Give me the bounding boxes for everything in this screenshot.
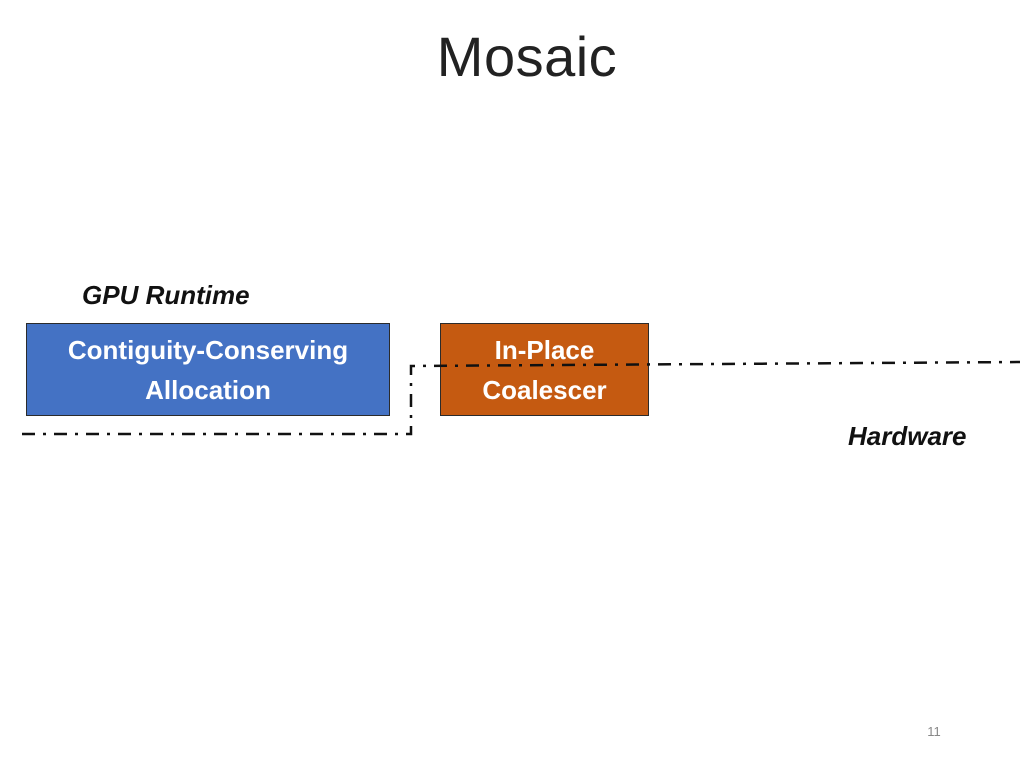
- boundary-dash-dot-polyline: [22, 360, 1021, 436]
- allocation-box-line2: Allocation: [145, 374, 271, 405]
- contiguity-conserving-allocation-box: Contiguity-Conserving Allocation: [26, 323, 390, 416]
- coalescer-box-line1: In-Place: [494, 334, 595, 365]
- coalescer-box-line2: Coalescer: [482, 374, 607, 405]
- allocation-box-line1: Contiguity-Conserving: [67, 334, 349, 365]
- in-place-coalescer-box: In-Place Coalescer: [440, 323, 649, 416]
- gpu-runtime-label: GPU Runtime: [82, 280, 250, 310]
- page-number: 11: [927, 724, 941, 739]
- hardware-label: Hardware: [848, 421, 967, 451]
- slide-title: Mosaic: [436, 25, 618, 88]
